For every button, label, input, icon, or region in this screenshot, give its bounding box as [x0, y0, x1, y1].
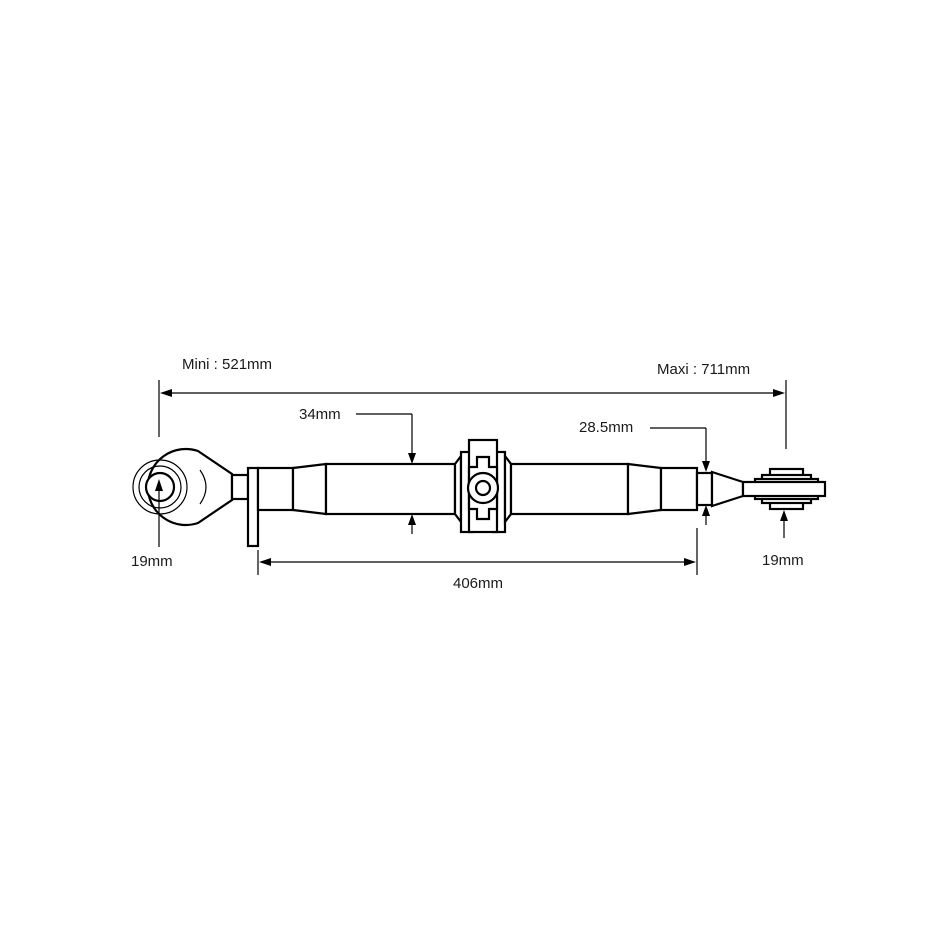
arrow-up-icon [408, 514, 416, 525]
arrow-down-icon [408, 453, 416, 464]
tube-length-dimension [257, 528, 698, 575]
right-tube [509, 462, 699, 516]
center-adjuster-body [453, 438, 513, 534]
arrow-up-icon [780, 510, 788, 521]
left-pin-hole-label: 19mm [131, 553, 173, 570]
arrow-down-icon [702, 461, 710, 472]
tube-length-label: 406mm [453, 575, 503, 592]
overall-length-dimension [158, 380, 787, 449]
min-length-label: Mini : 521mm [182, 356, 272, 373]
arrow-right-icon [773, 389, 785, 397]
arrow-left-icon [259, 558, 271, 566]
left-ball-eye [132, 447, 250, 527]
tube-diameter-label: 34mm [299, 406, 341, 423]
arrow-right-icon [684, 558, 696, 566]
thread-diameter-label: 28.5mm [579, 419, 633, 436]
arrow-up-icon [702, 505, 710, 516]
tube-diameter-callout [356, 413, 416, 534]
right-clevis-end [695, 467, 827, 511]
left-tube [256, 462, 457, 516]
arrow-left-icon [160, 389, 172, 397]
left-pin-hole-callout [155, 479, 163, 547]
lock-flange [246, 466, 260, 548]
right-pin-hole-callout [780, 510, 788, 538]
arrow-up-icon [155, 479, 163, 491]
max-length-label: Maxi : 711mm [657, 361, 750, 378]
right-pin-hole-label: 19mm [762, 552, 804, 569]
thread-diameter-callout [650, 427, 710, 525]
